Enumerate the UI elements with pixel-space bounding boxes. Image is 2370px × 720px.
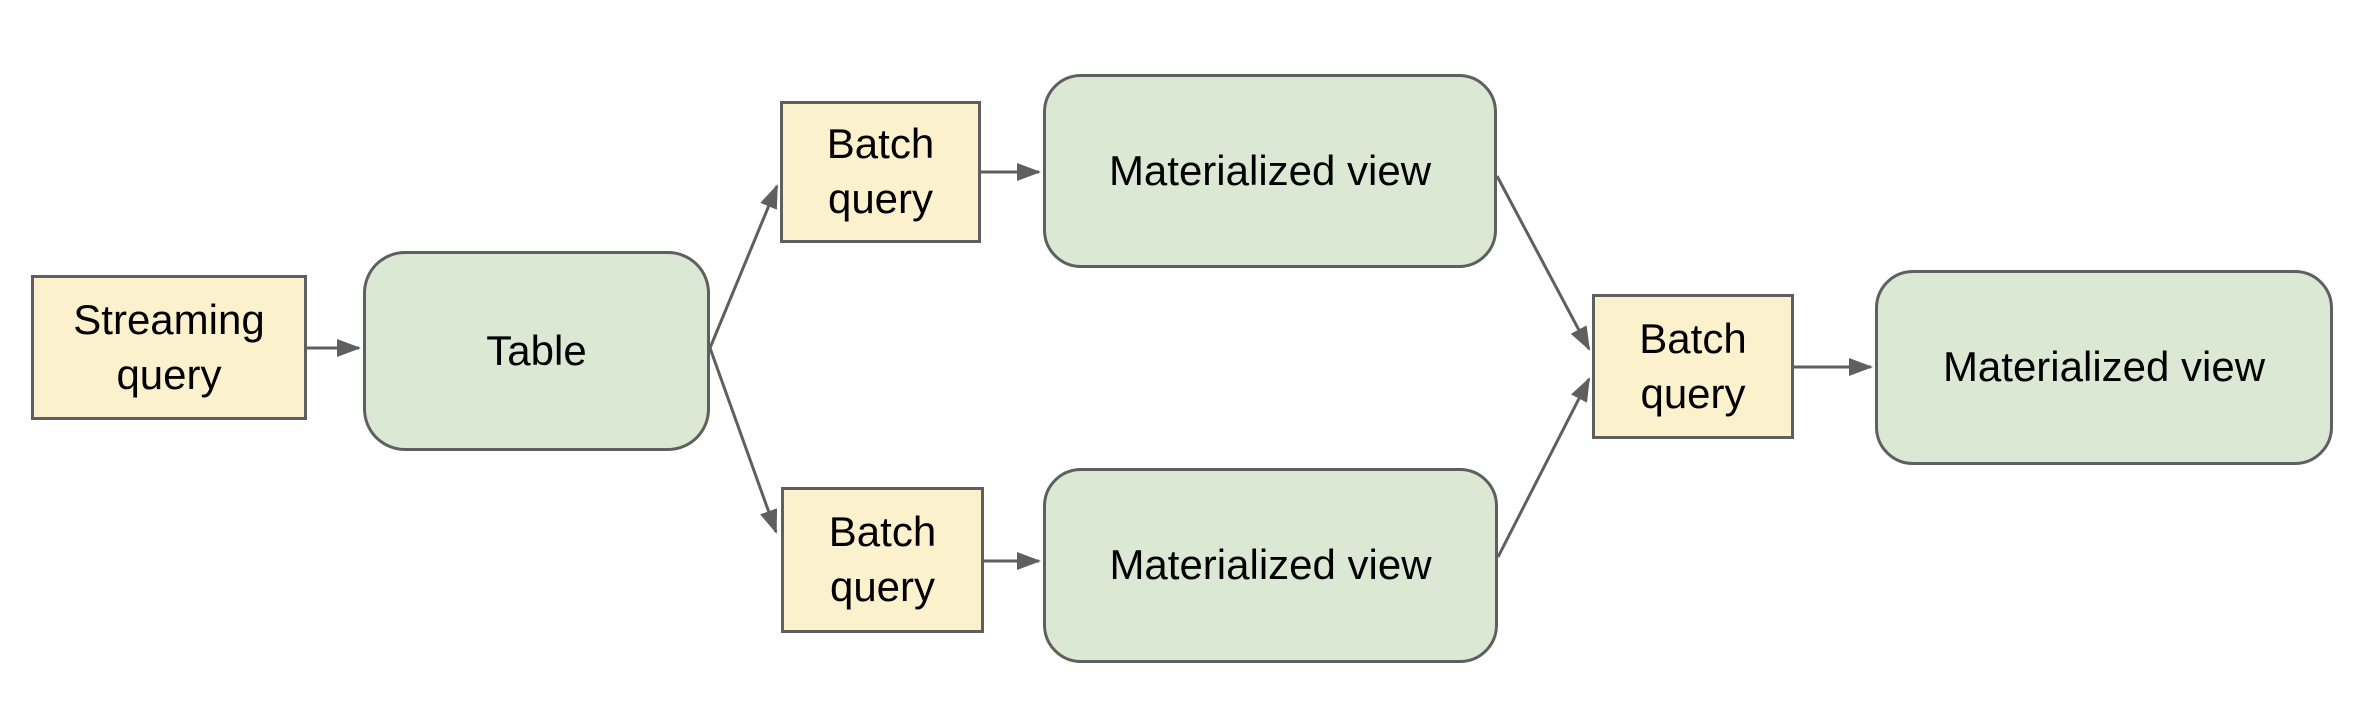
node-materialized-view-right: Materialized view [1875, 270, 2333, 465]
node-materialized-view-top: Materialized view [1043, 74, 1497, 268]
arrow-table-to-batch-query-top [708, 184, 779, 349]
arrow-table-to-batch-query-bottom [708, 347, 778, 534]
arrow-materialized-view-bottom-to-batch-query-right [1496, 377, 1591, 558]
node-streaming-query: Streaming query [31, 275, 307, 420]
node-batch-query-right: Batch query [1592, 294, 1794, 439]
node-materialized-view-bottom: Materialized view [1043, 468, 1498, 663]
node-table: Table [363, 251, 710, 451]
node-batch-query-bottom: Batch query [781, 487, 984, 633]
node-batch-query-top: Batch query [780, 101, 981, 243]
arrow-materialized-view-top-to-batch-query-right [1495, 175, 1591, 351]
